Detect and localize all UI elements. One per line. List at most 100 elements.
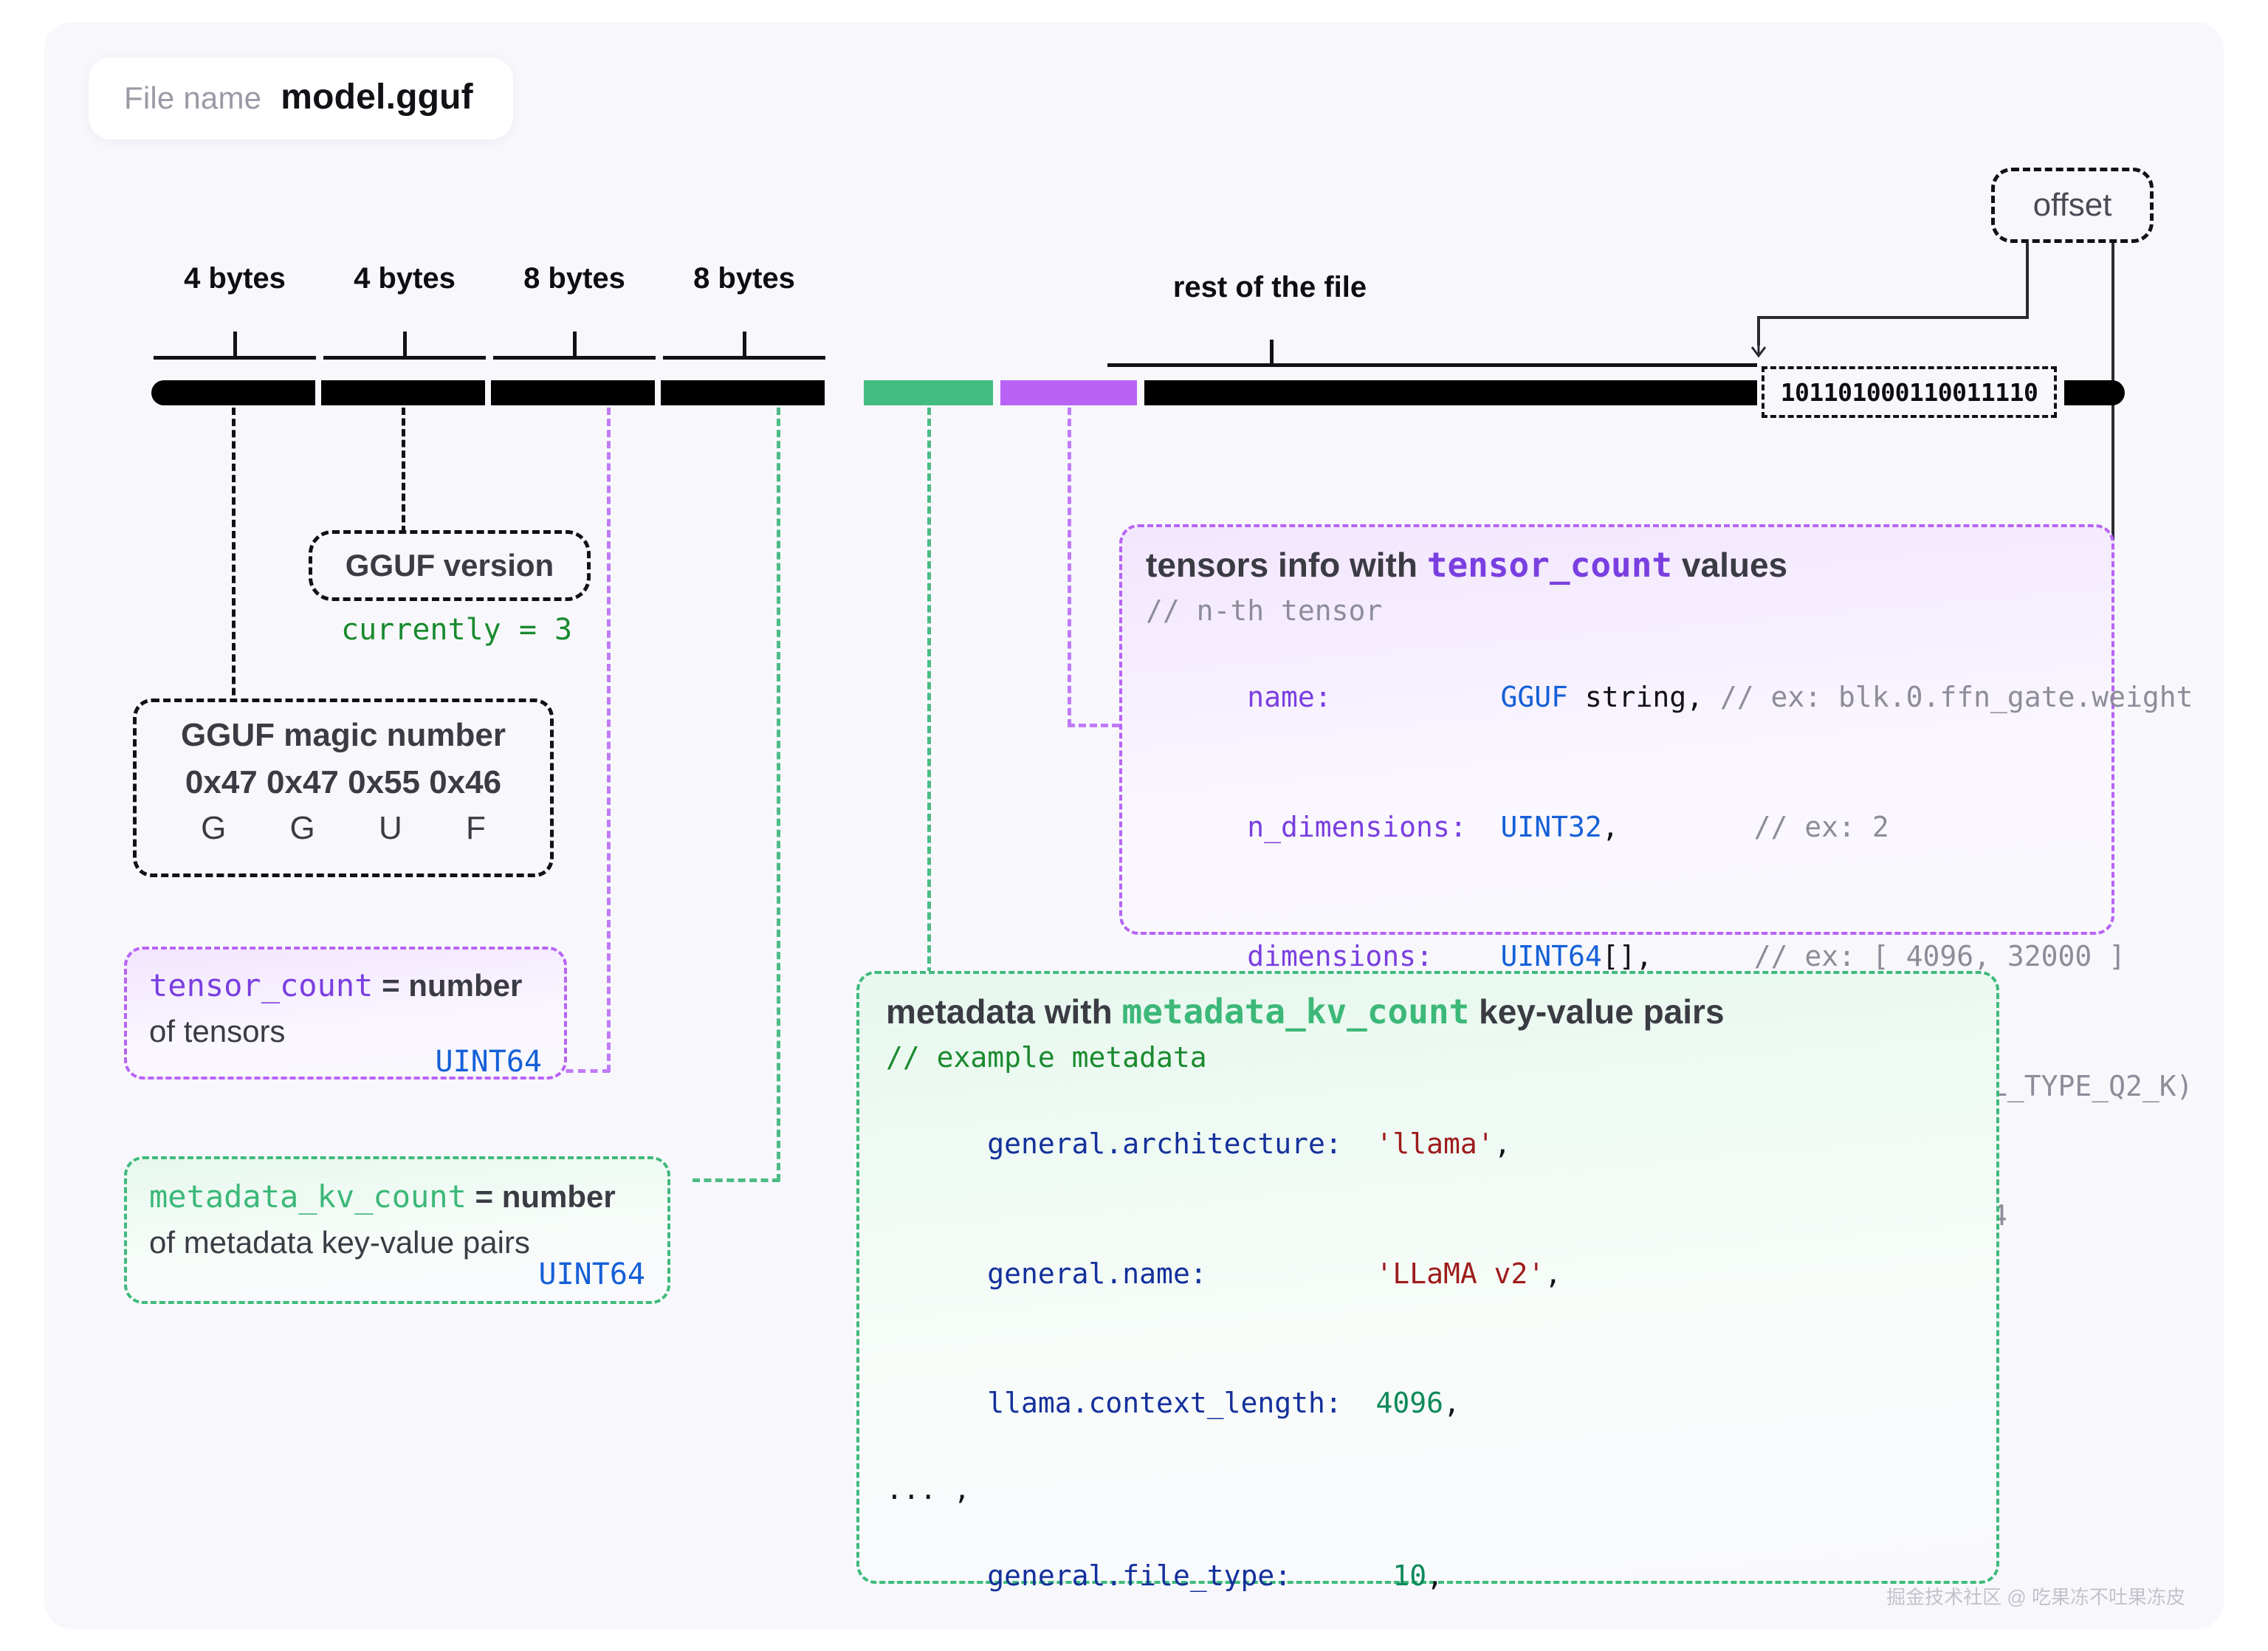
tensors-info-title-keyword: tensor_count xyxy=(1426,545,1673,585)
metadata-row: general.name: 'LLaMA v2', xyxy=(886,1209,1970,1339)
tensors-row-type: UINT64 xyxy=(1500,940,1602,973)
gguf-version-pill: GGUF version xyxy=(309,530,591,601)
bar-segment-metadata-kv-count xyxy=(661,380,825,405)
metadata-comment-top: // example metadata xyxy=(886,1041,1207,1074)
tensors-row-comment xyxy=(1703,681,1720,713)
offset-leader-horizontal-top xyxy=(1757,316,2029,319)
metadata-title-keyword: metadata_kv_count xyxy=(1121,992,1470,1032)
metadata-title-pre: metadata with xyxy=(886,992,1122,1031)
tensors-row-type-rest: string xyxy=(1567,681,1687,714)
diagram-canvas: File name model.gguf offset 4 bytes 4 by… xyxy=(44,22,2224,1629)
tensors-row-gap xyxy=(1652,940,1753,972)
tensors-row-comment-text: // ex: blk.0.ffn_gate.weight xyxy=(1719,681,2193,714)
tensors-info-title-post: values xyxy=(1672,546,1788,584)
tensor-count-type: UINT64 xyxy=(435,1045,543,1079)
tensors-info-panel: tensors info with tensor_count values //… xyxy=(1119,524,2193,1362)
metadata-kv-count-type: UINT64 xyxy=(538,1257,646,1291)
tensors-row-field: dimensions: xyxy=(1247,940,1433,973)
tensors-row-comment-text: // ex: [ 4096, 32000 ] xyxy=(1753,940,2126,973)
tensors-row-sep: , xyxy=(1686,681,1704,714)
metadata-row-value: 'LLaMA v2' xyxy=(1375,1257,1545,1290)
segment-label-3: 8 bytes xyxy=(693,262,795,295)
offset-callout-pill: offset xyxy=(1991,168,2154,243)
segment-label-2: 8 bytes xyxy=(523,262,625,295)
rest-of-file-label: rest of the file xyxy=(1172,271,1367,303)
gguf-version-title: GGUF version xyxy=(345,548,554,583)
metadata-row-value: 4096 xyxy=(1375,1387,1443,1420)
tensor-count-eq: = number xyxy=(373,968,523,1003)
metadata-kv-count-line-2: of metadata key-value pairs xyxy=(149,1225,530,1260)
bar-segment-tensor-count xyxy=(491,380,655,405)
metadata-row-sep: , xyxy=(1426,1559,1444,1593)
file-name-pill: File name model.gguf xyxy=(89,58,513,140)
tensors-info-row: n_dimensions: UINT32, // ex: 2 xyxy=(1146,762,2088,892)
connector-tensor-count-vertical xyxy=(607,408,611,1072)
gguf-version-note: currently = 3 xyxy=(341,613,573,647)
metadata-row-key: general.file_type: xyxy=(987,1559,1292,1593)
tensors-row-gap xyxy=(1619,811,1754,843)
tensors-row-sep: , xyxy=(1601,810,1619,843)
connector-metadata-kv-count-vertical xyxy=(777,408,780,1181)
connector-metadata-vertical xyxy=(927,408,931,975)
tensor-count-line-2: of tensors xyxy=(149,1014,286,1048)
metadata-row: general.file_type: 10, xyxy=(886,1511,1970,1629)
rest-of-file-ruler-tick xyxy=(1270,340,1274,366)
bar-segment-magic xyxy=(151,380,315,405)
file-name-label: File name xyxy=(124,80,262,115)
gguf-magic-letters: G G U F xyxy=(159,810,528,847)
metadata-row: llama.context_length: 4096, xyxy=(886,1339,1970,1469)
metadata-row-pad xyxy=(1291,1559,1392,1592)
metadata-row-key: llama.context_length: xyxy=(987,1387,1342,1420)
bar-segment-metadata xyxy=(864,380,993,405)
connector-version-vertical xyxy=(402,408,405,533)
connector-tensor-count-horizontal xyxy=(554,1069,610,1073)
watermark: 掘金技术社区 @ 吃果冻不吐果冻皮 xyxy=(1886,1586,2185,1608)
tensors-row-pad xyxy=(1332,681,1501,713)
gguf-magic-number-box: GGUF magic number 0x47 0x47 0x55 0x46 G … xyxy=(133,698,554,877)
metadata-row: general.architecture: 'llama', xyxy=(886,1080,1970,1209)
offset-leader-arrowhead-down xyxy=(1750,336,1767,358)
metadata-kv-count-line-1: metadata_kv_count = number xyxy=(149,1178,645,1215)
connector-tensors-info-vertical xyxy=(1068,408,1071,727)
metadata-kv-count-keyword: metadata_kv_count xyxy=(149,1178,467,1215)
bar-segment-tail xyxy=(2064,380,2125,405)
tensors-row-comment-text: // ex: 2 xyxy=(1753,810,1889,843)
file-name-value: model.gguf xyxy=(281,78,473,117)
metadata-row-sep: , xyxy=(1494,1127,1511,1161)
bar-segment-tensor-data xyxy=(1144,380,1757,405)
tensors-row-pad xyxy=(1467,811,1501,843)
tensor-count-keyword: tensor_count xyxy=(149,967,374,1003)
tensor-count-line-1: tensor_count = number xyxy=(149,967,542,1003)
offset-callout-label: offset xyxy=(2032,187,2112,223)
metadata-row-key: general.architecture: xyxy=(987,1127,1342,1161)
gguf-magic-letter-0: G xyxy=(201,810,227,846)
segment-ruler-tick-1 xyxy=(403,332,407,358)
tensors-info-comment-top: // n-th tensor xyxy=(1146,594,1383,627)
gguf-magic-hex: 0x47 0x47 0x55 0x46 xyxy=(185,764,502,800)
tensors-row-type: GGUF xyxy=(1500,681,1568,714)
metadata-kv-count-eq: = number xyxy=(466,1179,616,1214)
segment-label-1: 4 bytes xyxy=(354,262,456,295)
bar-segment-tensors-info xyxy=(1000,380,1137,405)
gguf-magic-letter-3: F xyxy=(465,810,486,846)
tensors-info-row: name: GGUF string, // ex: blk.0.ffn_gate… xyxy=(1146,633,2193,763)
metadata-title: metadata with metadata_kv_count key-valu… xyxy=(886,992,1970,1032)
tensors-info-row: dimensions: UINT64[], // ex: [ 4096, 320… xyxy=(1146,892,2126,1022)
metadata-title-post: key-value pairs xyxy=(1469,992,1725,1031)
connector-magic-vertical xyxy=(232,408,236,718)
connector-metadata-kv-count-horizontal xyxy=(693,1178,780,1182)
metadata-row-value: 10 xyxy=(1392,1559,1427,1593)
tensors-row-pad xyxy=(1433,940,1501,972)
tensors-row-field: name: xyxy=(1247,681,1332,714)
metadata-row-key: general.name: xyxy=(987,1257,1207,1290)
offset-leader-arrow-stem xyxy=(1757,316,1760,346)
metadata-kv-count-box: metadata_kv_count = number of metadata k… xyxy=(124,1156,670,1304)
metadata-row-sep: , xyxy=(1443,1387,1460,1420)
metadata-panel: metadata with metadata_kv_count key-valu… xyxy=(856,971,1999,1592)
tensors-info-title: tensors info with tensor_count values xyxy=(1146,545,2088,585)
metadata-row-pad xyxy=(1207,1257,1376,1290)
tensors-row-field: n_dimensions: xyxy=(1247,810,1467,843)
tensors-row-array: [] xyxy=(1601,940,1636,973)
tensors-row-type: UINT32 xyxy=(1500,810,1602,843)
bar-segment-version xyxy=(321,380,485,405)
